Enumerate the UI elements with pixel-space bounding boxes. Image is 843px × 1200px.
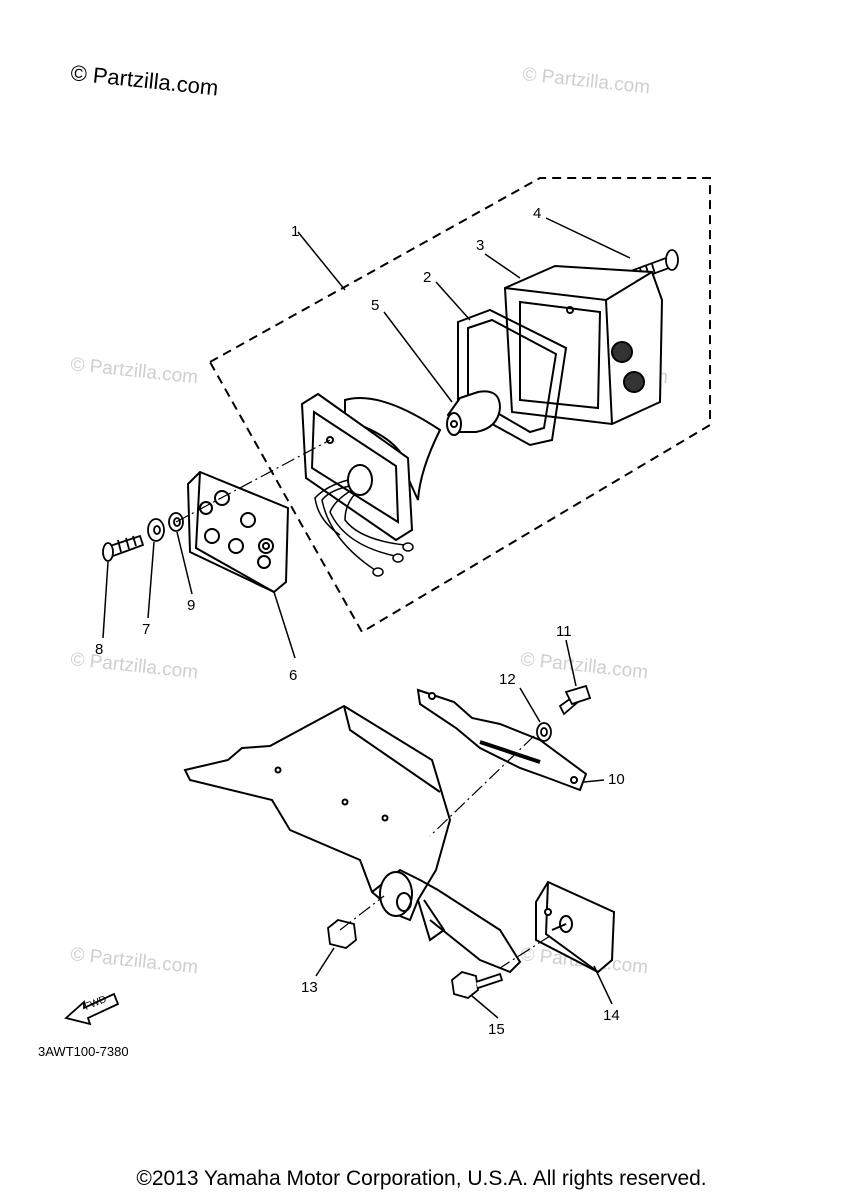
rear-fender[interactable] bbox=[183, 704, 522, 974]
wire-terminals bbox=[372, 542, 414, 577]
callout-4: 4 bbox=[533, 205, 541, 222]
diagram-code: 3AWT100-7380 bbox=[38, 1044, 129, 1059]
callout-2: 2 bbox=[423, 269, 431, 286]
part-11-bolt[interactable] bbox=[558, 684, 592, 716]
part-15-nut[interactable] bbox=[451, 971, 504, 999]
part-6-plate[interactable] bbox=[186, 470, 290, 594]
callout-6: 6 bbox=[289, 667, 297, 684]
part-14-reflector[interactable] bbox=[535, 880, 616, 974]
part-7-washer[interactable] bbox=[147, 518, 165, 542]
assembly-boundary bbox=[208, 177, 711, 634]
part-5-bulb[interactable] bbox=[446, 390, 502, 436]
watermark-repeat: © Partzilla.com bbox=[69, 944, 199, 978]
part-12-washer[interactable] bbox=[536, 722, 552, 742]
callout-8: 8 bbox=[95, 641, 103, 658]
lamp-wires bbox=[314, 479, 406, 571]
watermark-repeat: © Partzilla.com bbox=[521, 64, 651, 98]
fwd-arrow-icon bbox=[64, 992, 120, 1026]
callout-5: 5 bbox=[371, 297, 379, 314]
callout-10: 10 bbox=[608, 771, 625, 788]
center-lines bbox=[175, 439, 551, 969]
watermark-repeat: © Partzilla.com bbox=[519, 649, 649, 683]
callout-1: 1 bbox=[291, 223, 299, 240]
part-10-bracket[interactable] bbox=[416, 688, 588, 792]
part-13-nut[interactable] bbox=[327, 919, 357, 949]
watermark-main: © Partzilla.com bbox=[69, 60, 219, 100]
callout-15: 15 bbox=[488, 1021, 505, 1038]
watermark-repeat: © Partzilla.com bbox=[69, 649, 199, 683]
callout-12: 12 bbox=[499, 671, 516, 688]
callout-14: 14 bbox=[603, 1007, 620, 1024]
part-8-bolt[interactable] bbox=[102, 534, 145, 562]
watermark-repeat: © Partzilla.com bbox=[69, 354, 199, 388]
copyright-notice: ©2013 Yamaha Motor Corporation, U.S.A. A… bbox=[136, 1167, 707, 1190]
callout-11: 11 bbox=[556, 623, 572, 640]
callout-3: 3 bbox=[476, 237, 484, 254]
callout-13: 13 bbox=[301, 979, 318, 996]
leader-lines bbox=[102, 217, 631, 1019]
callout-9: 9 bbox=[187, 597, 195, 614]
part-3-lens[interactable] bbox=[503, 264, 664, 426]
callout-7: 7 bbox=[142, 621, 150, 638]
